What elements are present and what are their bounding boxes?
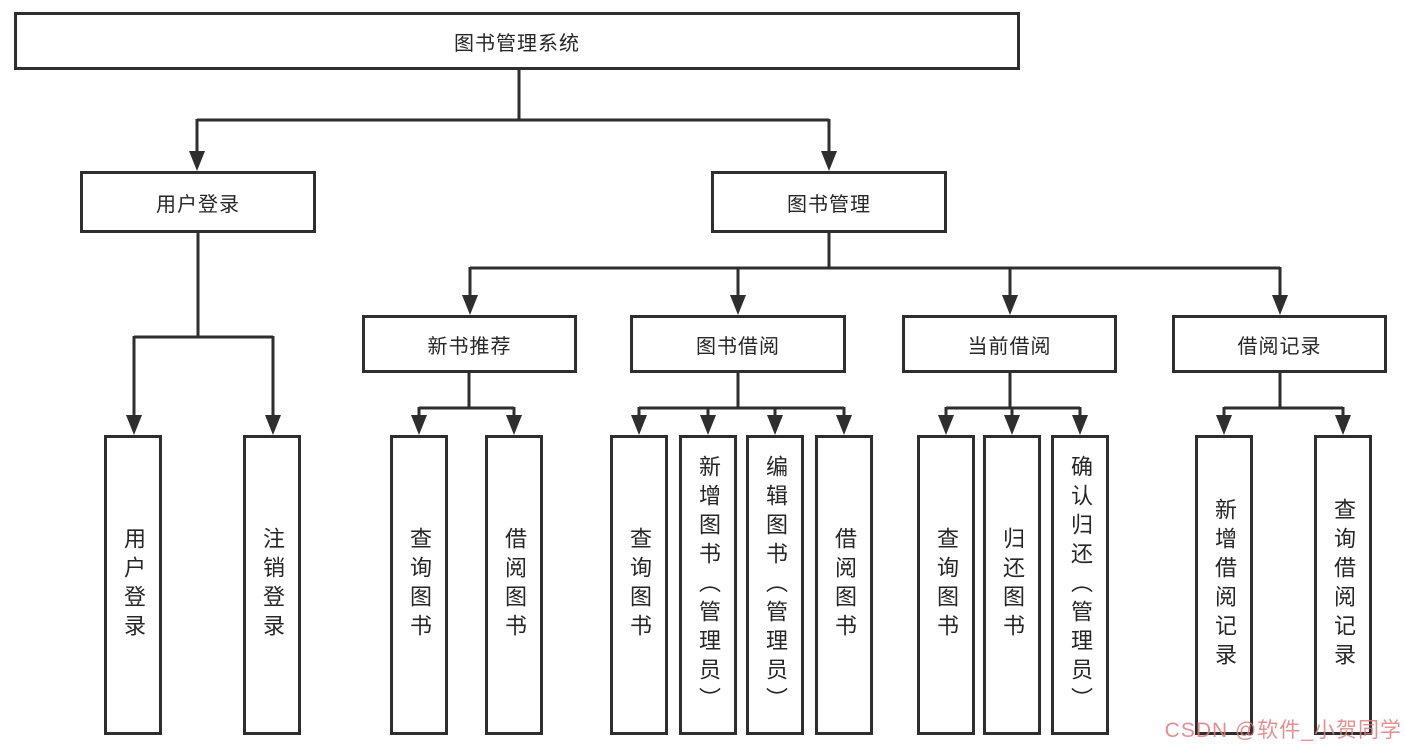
node-book-borrow: 图书借阅 <box>630 315 846 373</box>
node-label: 注销登录 <box>260 527 285 643</box>
node-current-borrow: 当前借阅 <box>902 315 1117 373</box>
node-borrow-books-recommend: 借阅图书 <box>485 435 543 735</box>
node-return-books: 归还图书 <box>983 435 1041 735</box>
node-label: 借阅图书 <box>832 527 857 643</box>
node-query-books-recommend: 查询图书 <box>390 435 448 735</box>
node-library-management-system: 图书管理系统 <box>14 12 1020 70</box>
node-borrow-books: 借阅图书 <box>815 435 873 735</box>
node-user-login-branch: 用户登录 <box>80 171 316 233</box>
node-label: 查询图书 <box>407 527 432 643</box>
node-label: 编辑图书（管理员） <box>763 454 788 716</box>
node-add-borrow-record: 新增借阅记录 <box>1195 435 1253 735</box>
node-borrow-records: 借阅记录 <box>1172 315 1387 373</box>
node-label: 查询借阅记录 <box>1331 498 1356 672</box>
node-query-books-borrow: 查询图书 <box>610 435 668 735</box>
node-label: 查询图书 <box>934 527 959 643</box>
node-book-management-branch: 图书管理 <box>711 171 947 233</box>
arrowheads <box>126 151 1351 435</box>
node-label: 借阅图书 <box>502 527 527 643</box>
node-edit-books-admin: 编辑图书（管理员） <box>746 435 804 735</box>
node-user-login: 用户登录 <box>104 435 162 735</box>
node-confirm-return-admin: 确认归还（管理员） <box>1051 435 1109 735</box>
node-logout: 注销登录 <box>243 435 301 735</box>
node-label: 确认归还（管理员） <box>1068 454 1093 716</box>
csdn-watermark: CSDN @软件_小贺同学 <box>1164 719 1402 742</box>
node-label: 查询图书 <box>627 527 652 643</box>
node-label: 新增借阅记录 <box>1212 498 1237 672</box>
node-new-book-recommend: 新书推荐 <box>362 315 577 373</box>
node-query-books-current: 查询图书 <box>917 435 975 735</box>
node-label: 用户登录 <box>121 527 146 643</box>
node-label: 新增图书（管理员） <box>696 454 721 716</box>
node-query-borrow-record: 查询借阅记录 <box>1314 435 1372 735</box>
node-add-books-admin: 新增图书（管理员） <box>679 435 737 735</box>
node-label: 归还图书 <box>1000 527 1025 643</box>
